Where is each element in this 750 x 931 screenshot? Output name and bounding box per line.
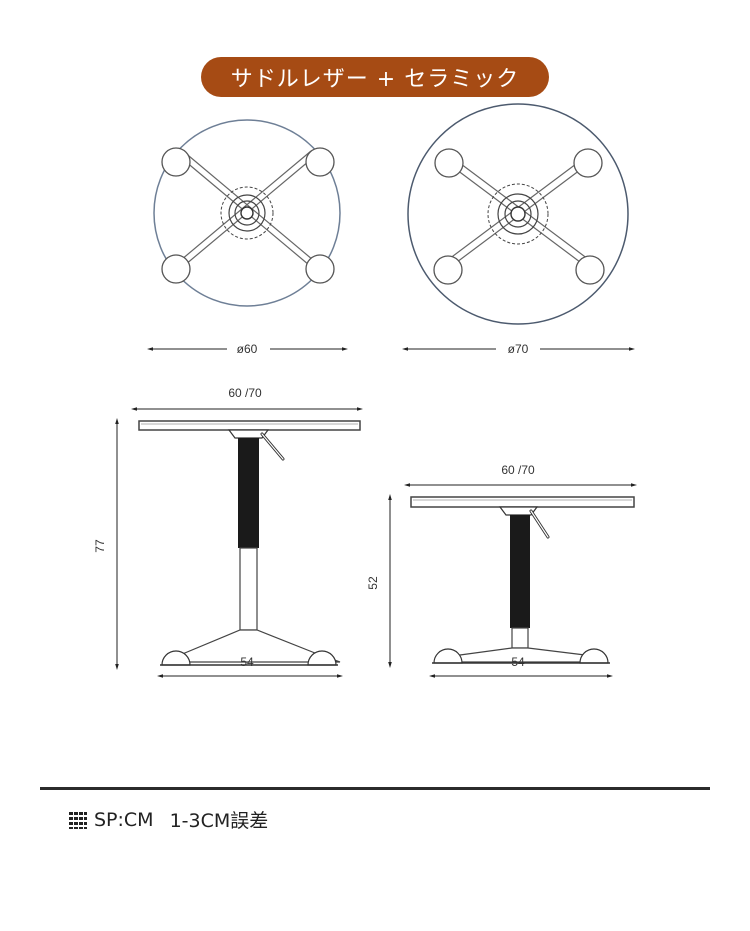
foot-circle (434, 148, 464, 178)
top-view-small (153, 119, 341, 307)
side-view-short: 60 /70 52 54 (366, 463, 637, 678)
column (511, 627, 529, 649)
column (239, 547, 258, 631)
tabletop-outline (407, 103, 629, 325)
foot-circle (573, 148, 603, 178)
diameter-label: ø60 (237, 342, 258, 356)
tabletop-side (410, 496, 635, 508)
divider (40, 787, 710, 790)
unit-text: SP:CM (94, 808, 154, 831)
foot-circle (161, 147, 191, 177)
height-label: 77 (93, 539, 107, 553)
tolerance-text: 1-3CM誤差 (169, 810, 269, 832)
foot-circle (305, 147, 335, 177)
dimension-diameter-60: ø60 (147, 342, 348, 356)
tabletop-side (138, 420, 361, 431)
grid-icon (69, 811, 87, 829)
foot-circle (433, 255, 463, 285)
foot-circle (575, 255, 605, 285)
base-label: 54 (511, 655, 525, 669)
foot-circle (305, 254, 335, 284)
foot-circle (161, 254, 191, 284)
dimension-diameter-70: ø70 (402, 342, 635, 356)
top-view-large (407, 103, 629, 325)
side-view-tall: 60 /70 77 54 (93, 386, 363, 678)
title-text: サドルレザー + セラミック (230, 67, 520, 92)
base-label: 54 (240, 655, 254, 669)
gas-cylinder (238, 438, 259, 548)
title-banner: サドルレザー + セラミック (201, 57, 549, 97)
width-label: 60 /70 (501, 463, 535, 477)
width-label: 60 /70 (228, 386, 262, 400)
footer-note: SP:CM 1-3CM誤差 (68, 806, 268, 833)
height-label: 52 (366, 576, 380, 590)
diameter-label: ø70 (508, 342, 529, 356)
gas-cylinder (510, 515, 530, 628)
tabletop-outline (153, 119, 341, 307)
